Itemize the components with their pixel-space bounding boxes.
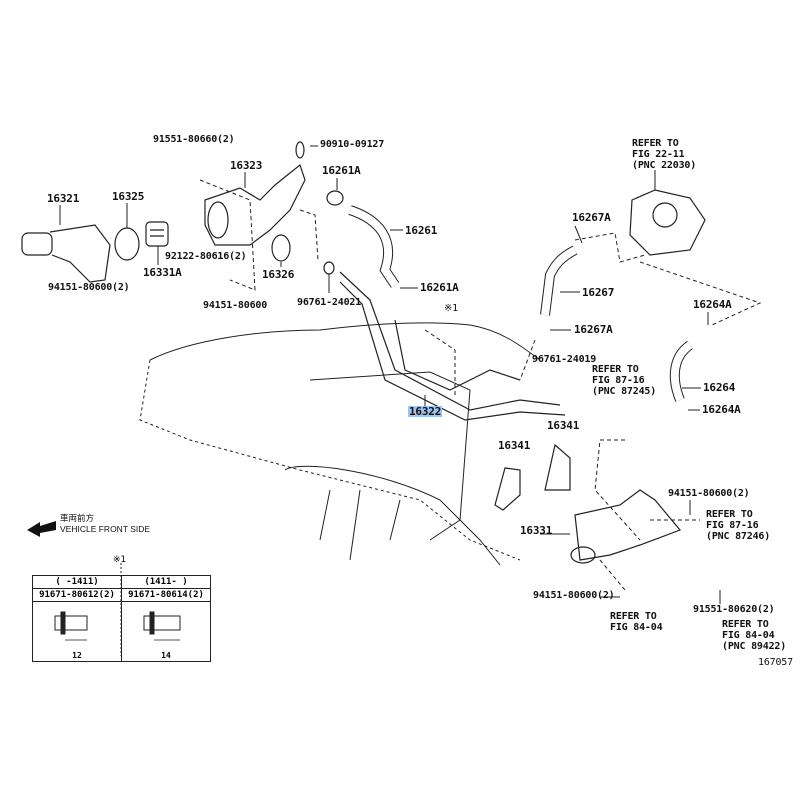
label-91551-80620: 91551-80620(2) <box>693 604 775 615</box>
label-90910-09127: 90910-09127 <box>320 139 385 150</box>
label-16261A-top: 16261A <box>322 164 361 177</box>
housing-16323 <box>204 141 306 246</box>
label-16325: 16325 <box>112 190 145 203</box>
bolt-variant-table: ( -1411) (1411- ) 91671-80612(2) 91671-8… <box>32 575 211 662</box>
label-94151-80600-left: 94151-80600(2) <box>48 282 130 293</box>
gasket-16326 <box>271 234 291 262</box>
label-16341-b: 16341 <box>498 439 531 452</box>
bolt-icon <box>143 611 181 641</box>
dashed-leaders <box>199 179 762 591</box>
label-92122-80616: 92122-80616(2) <box>165 251 247 262</box>
label-96761-24019: 96761-24019 <box>532 354 597 365</box>
part-col-2[interactable]: 91671-80614(2) <box>121 588 211 602</box>
label-16261: 16261 <box>405 224 438 237</box>
gasket-16341-a <box>494 467 521 511</box>
label-94151-80600-mid: 94151-80600 <box>203 300 268 311</box>
throttle-body <box>629 189 706 256</box>
o-ring-96761-24021 <box>323 261 335 275</box>
label-94151-80600-right: 94151-80600(2) <box>668 488 750 499</box>
bolt-picture-1: 12 <box>32 601 122 662</box>
vehicle-front-indicator: 車両前方 VEHICLE FRONT SIDE <box>60 513 150 535</box>
part-col-1[interactable]: 91671-80612(2) <box>32 588 122 602</box>
label-91551-80660: 91551-80660(2) <box>153 134 235 145</box>
pipe-16322 <box>339 271 566 421</box>
bolt-picture-2: 14 <box>121 601 211 662</box>
label-16321: 16321 <box>47 192 80 205</box>
gasket-16341-b <box>544 443 571 491</box>
label-16331: 16331 <box>520 524 553 537</box>
label-16326: 16326 <box>262 268 295 281</box>
range-col-2: (1411- ) <box>121 575 211 589</box>
part-16321-outlet <box>21 224 111 283</box>
bolt-table-note: ※1 <box>113 555 127 565</box>
bolt-length-2: 14 <box>161 651 171 660</box>
bolt-length-1: 12 <box>72 651 82 660</box>
label-16264A-bot: 16264A <box>702 403 741 416</box>
label-16264: 16264 <box>703 381 736 394</box>
label-96761-24021: 96761-24021 <box>297 297 362 308</box>
note-1-marker: ※1 <box>444 303 458 314</box>
label-16323: 16323 <box>230 159 263 172</box>
label-16331A: 16331A <box>143 266 182 279</box>
leader-lines <box>59 145 721 604</box>
thermostat-16331A <box>145 221 169 247</box>
front-arrow-icon <box>27 521 56 537</box>
gasket-16325 <box>114 227 140 261</box>
part-16331-inlet <box>570 489 682 564</box>
clamp-16261A <box>326 190 344 206</box>
label-94151-80600-bottom: 94151-80600(2) <box>533 590 615 601</box>
label-16264A-top: 16264A <box>693 298 732 311</box>
label-16341-a: 16341 <box>547 419 580 432</box>
range-col-1: ( -1411) <box>32 575 122 589</box>
label-16267A-top: 16267A <box>572 211 611 224</box>
label-16267: 16267 <box>582 286 615 299</box>
bolt-icon <box>54 611 88 641</box>
label-16267A-bot: 16267A <box>574 323 613 336</box>
label-16322-highlighted[interactable]: 16322 <box>408 405 443 418</box>
front-label-en: VEHICLE FRONT SIDE <box>60 524 151 534</box>
figure-id: 167057 <box>758 657 793 668</box>
front-label-jp: 車両前方 <box>60 513 95 523</box>
label-16261A-mid: 16261A <box>420 281 459 294</box>
engine-outline <box>139 322 541 566</box>
